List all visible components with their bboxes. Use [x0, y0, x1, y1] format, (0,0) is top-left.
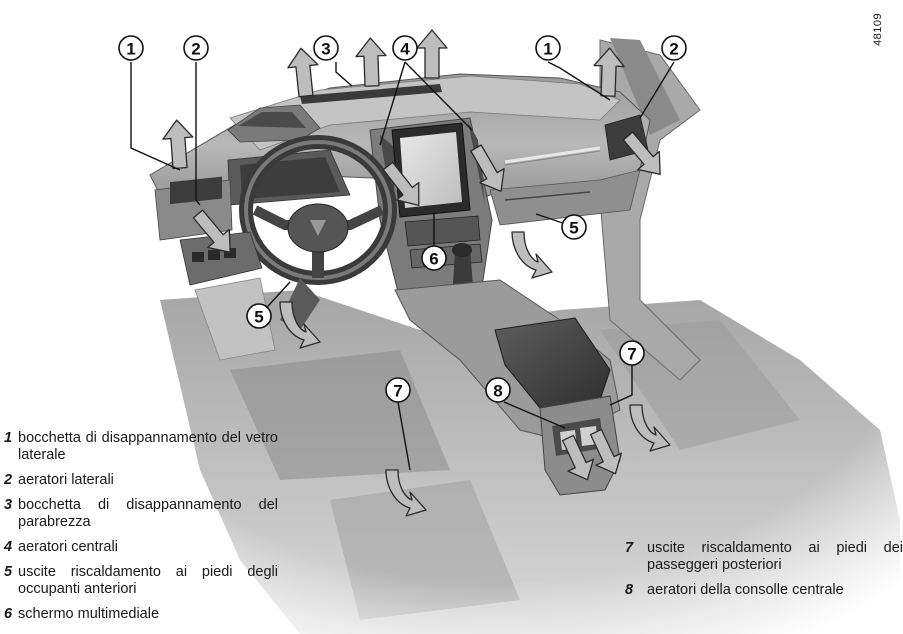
- legend-number: 7: [625, 540, 634, 556]
- legend-text: aeratori laterali: [18, 472, 114, 488]
- legend-number: 6: [4, 606, 13, 622]
- legend-number: 2: [4, 472, 13, 488]
- airflow-arrow-footwell: [511, 231, 553, 279]
- legend-item: 6 schermo multimediale: [4, 606, 278, 623]
- legend-item: 1 bocchetta di disappannamento del vetro…: [4, 430, 278, 464]
- airflow-arrow-forward: [561, 434, 595, 481]
- callout-2: 2: [661, 35, 687, 61]
- legend-text: bocchetta di disappannamento del parabre…: [18, 497, 278, 530]
- airflow-arrow-up: [593, 47, 625, 97]
- svg-text:2: 2: [191, 40, 200, 59]
- svg-text:1: 1: [126, 40, 135, 59]
- legend-item: 5 uscite riscaldamento ai piedi degli oc…: [4, 564, 278, 598]
- legend-item: 8 aeratori della consolle centrale: [625, 582, 903, 599]
- svg-text:3: 3: [321, 40, 330, 59]
- airflow-arrows: [162, 29, 671, 517]
- legend-text: schermo multimediale: [18, 606, 160, 622]
- legend-right: 7 uscite riscaldamento ai piedi dei pass…: [625, 540, 903, 607]
- airflow-arrow-footwell: [385, 469, 427, 517]
- legend-item: 7 uscite riscaldamento ai piedi dei pass…: [625, 540, 903, 574]
- legend-number: 1: [4, 430, 13, 446]
- airflow-arrow-footwell: [629, 404, 671, 452]
- svg-text:4: 4: [400, 40, 410, 59]
- airflow-arrow-forward: [470, 144, 505, 192]
- legend-item: 3 bocchetta di disappannamento del parab…: [4, 497, 278, 531]
- legend-number: 8: [625, 582, 634, 598]
- svg-text:5: 5: [569, 219, 578, 238]
- callout-1: 1: [535, 35, 561, 61]
- callout-1: 1: [118, 35, 144, 61]
- callout-6: 6: [421, 245, 447, 271]
- legend-number: 4: [4, 539, 13, 555]
- legend-left: 1 bocchetta di disappannamento del vetro…: [4, 430, 278, 631]
- legend-text: bocchetta di disappannamento del vetro l…: [18, 430, 278, 463]
- airflow-arrow-up: [416, 29, 448, 79]
- legend-item: 4 aeratori centrali: [4, 539, 278, 556]
- figure-reference-code: 48109: [872, 12, 884, 46]
- svg-text:5: 5: [254, 308, 263, 327]
- callout-5: 5: [561, 214, 587, 240]
- svg-text:7: 7: [627, 345, 636, 364]
- callout-3: 3: [313, 35, 339, 61]
- legend-number: 5: [4, 564, 13, 580]
- svg-text:6: 6: [429, 250, 438, 269]
- callout-7: 7: [619, 340, 645, 366]
- legend-text: aeratori centrali: [18, 539, 118, 555]
- airflow-arrow-footwell: [279, 301, 321, 349]
- legend-item: 2 aeratori laterali: [4, 472, 278, 489]
- callout-8: 8: [485, 377, 511, 403]
- svg-text:7: 7: [393, 382, 402, 401]
- svg-text:8: 8: [493, 382, 502, 401]
- callout-7: 7: [385, 377, 411, 403]
- airflow-arrow-up: [162, 119, 194, 170]
- legend-number: 3: [4, 497, 13, 513]
- callout-4: 4: [392, 35, 418, 61]
- airflow-arrow-forward: [382, 161, 420, 207]
- svg-text:2: 2: [669, 40, 678, 59]
- airflow-arrow-up: [287, 47, 319, 98]
- airflow-arrow-up: [355, 37, 387, 87]
- legend-text: aeratori della consolle centrale: [647, 582, 844, 598]
- airflow-arrow-forward: [589, 428, 623, 475]
- airflow-arrow-forward: [622, 131, 661, 175]
- callout-2: 2: [183, 35, 209, 61]
- callout-5: 5: [246, 303, 272, 329]
- legend-text: uscite riscaldamento ai piedi dei passeg…: [647, 540, 903, 573]
- svg-text:1: 1: [543, 40, 552, 59]
- legend-text: uscite riscaldamento ai piedi degli occu…: [18, 564, 278, 597]
- airflow-arrow-forward: [192, 209, 231, 253]
